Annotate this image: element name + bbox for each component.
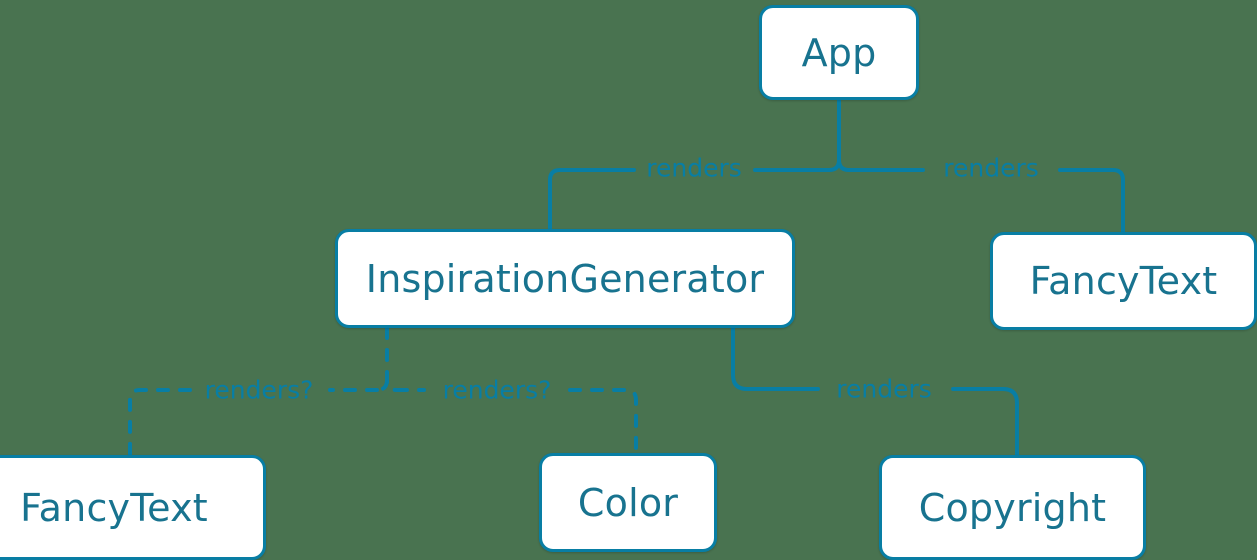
node-color[interactable]: Color [539,453,717,552]
edge-label-inspiration-generator-to-fancytext-bottom: renders? [204,375,314,405]
edge-label-app-to-inspiration-generator: renders [646,153,742,183]
node-fancytext-right-label: FancyText [1029,259,1218,303]
node-inspiration-generator-label: InspirationGenerator [365,256,765,301]
node-app[interactable]: App [759,5,919,100]
edge-app-to-inspiration-generator [548,168,831,231]
edge-inspiration-generator-to-fancytext-bottom [128,388,379,457]
edge-inspiration-generator-to-copyright [731,326,1019,457]
node-color-label: Color [577,480,679,525]
edge-label-inspiration-generator-to-copyright: renders [836,374,932,404]
edge-label-app-to-fancytext-right: renders [943,153,1039,183]
edge-app-stem-left [827,158,841,172]
node-app-label: App [801,30,877,75]
edge-inspiration-generator-dashed-stem-left [375,378,389,392]
node-fancytext-right[interactable]: FancyText [990,232,1257,330]
node-copyright[interactable]: Copyright [879,455,1146,560]
node-fancytext-bottom-label: FancyText [20,485,208,530]
node-inspiration-generator[interactable]: InspirationGenerator [335,229,795,328]
node-fancytext-bottom[interactable]: FancyText [0,455,266,560]
edge-inspiration-generator-to-color [395,388,638,455]
node-copyright-label: Copyright [918,485,1107,530]
edge-app-to-fancytext-right [847,168,1125,234]
edge-label-inspiration-generator-to-color: renders? [442,375,552,405]
